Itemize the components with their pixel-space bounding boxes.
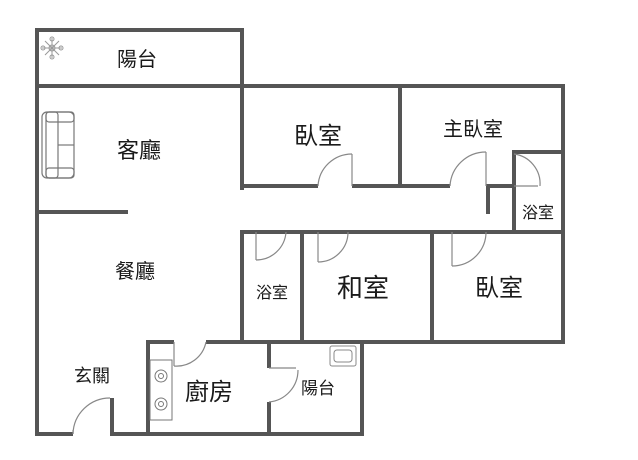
wall-bed1-bottom-a: [240, 184, 318, 188]
wall-middle-top: [240, 230, 565, 234]
door-balcony-small[interactable]: [268, 367, 299, 403]
wall-kitchen-top-a: [146, 340, 174, 344]
door-japanese-room[interactable]: [317, 231, 349, 263]
wall-bath2-japanese: [300, 230, 304, 342]
label-balcony-top: 陽台: [117, 47, 157, 71]
wall-bath2-left: [240, 230, 244, 342]
wall-kitchen-left: [146, 340, 150, 436]
label-bedroom-2: 臥室: [475, 274, 523, 302]
wall-entrance-jamb: [110, 398, 114, 436]
wall-top-balcony: [35, 28, 244, 32]
door-bedroom-2[interactable]: [451, 231, 487, 267]
wall-living-dining: [35, 210, 128, 214]
wall-bath-top: [512, 150, 565, 154]
label-bath-2: 浴室: [256, 283, 288, 302]
doors: [72, 151, 541, 435]
label-living-room: 客廳: [117, 139, 161, 164]
wall-balcony-bottom: [35, 84, 244, 88]
label-dining-room: 餐廳: [115, 259, 155, 283]
wall-kitchen-top-b: [206, 340, 364, 344]
door-entrance[interactable]: [72, 397, 111, 435]
plant-icon: [40, 36, 64, 60]
wall-bed1-bottom-b: [352, 184, 450, 188]
door-bath-2[interactable]: [255, 231, 287, 261]
wall-bed1-master: [398, 84, 402, 188]
label-bedroom-1: 臥室: [294, 122, 342, 150]
wall-balcony-right: [240, 28, 244, 190]
wall-japanese-bed2: [430, 230, 434, 342]
label-kitchen: 廚房: [185, 378, 233, 406]
wall-middle-bottom: [300, 340, 565, 344]
door-master-bedroom[interactable]: [449, 151, 487, 187]
wall-kitchen-balcony-a: [267, 340, 271, 368]
walls: [35, 28, 565, 436]
label-bath-master: 浴室: [522, 203, 554, 222]
door-bedroom-1[interactable]: [317, 153, 353, 187]
wall-kitchen-balcony-b: [267, 402, 271, 436]
wall-top-bedrooms: [240, 84, 565, 88]
wall-outer-left: [35, 28, 39, 436]
wall-bottom-a: [35, 432, 73, 436]
sofa-icon: [41, 111, 75, 179]
label-master-bedroom: 主臥室: [443, 117, 503, 141]
label-japanese-room: 和室: [337, 274, 389, 304]
door-kitchen[interactable]: [173, 341, 207, 367]
label-entrance: 玄關: [74, 366, 110, 387]
wall-balcony-small-right: [360, 340, 364, 436]
washer-icon: [329, 345, 357, 367]
wall-master-bottom: [486, 184, 516, 188]
wall-bath-left: [512, 150, 516, 232]
label-balcony-small: 陽台: [301, 379, 335, 399]
door-master-bath[interactable]: [513, 153, 541, 187]
stove-icon: [149, 359, 173, 421]
wall-outer-right: [561, 84, 565, 344]
wall-bottom-b: [110, 432, 364, 436]
wall-master-corner: [486, 184, 490, 214]
